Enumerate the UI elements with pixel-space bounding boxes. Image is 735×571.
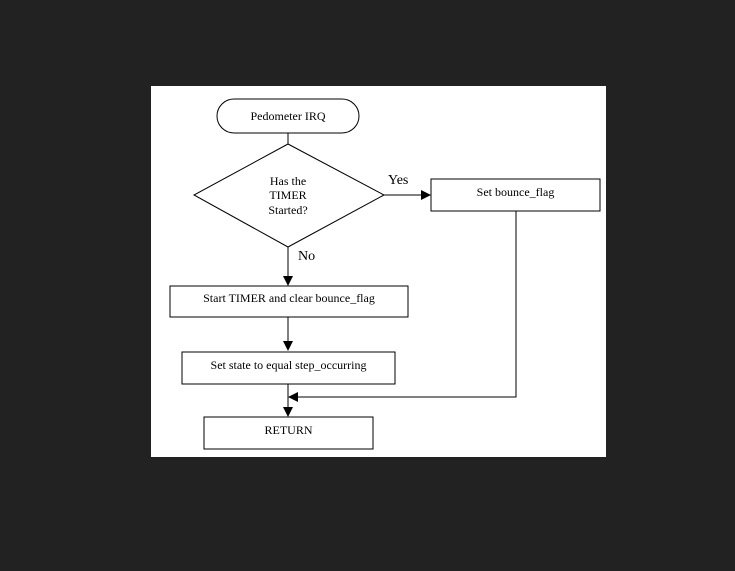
- flowchart-canvas: Pedometer IRQ Has the TIMER Started? Yes…: [151, 86, 606, 457]
- flowchart-graphics: [169, 98, 601, 450]
- return-label: RETURN: [264, 423, 313, 437]
- set-bounce-flag-label: Set bounce_flag: [476, 185, 555, 199]
- no-label: No: [298, 249, 316, 264]
- start-timer-label: Start TIMER and clear bounce_flag: [203, 291, 375, 305]
- start-label: Pedometer IRQ: [250, 109, 326, 123]
- decision-label-line1: Has the: [269, 174, 307, 188]
- connector-bounce-to-merge: [288, 211, 517, 402]
- yes-label: Yes: [388, 173, 409, 188]
- start-timer-box: [169, 285, 409, 318]
- decision-label-line3: Started?: [268, 203, 308, 217]
- decision-label-line2: TIMER: [269, 188, 307, 202]
- return-box: [203, 416, 374, 450]
- set-state-label: Set state to equal step_occurring: [210, 358, 367, 372]
